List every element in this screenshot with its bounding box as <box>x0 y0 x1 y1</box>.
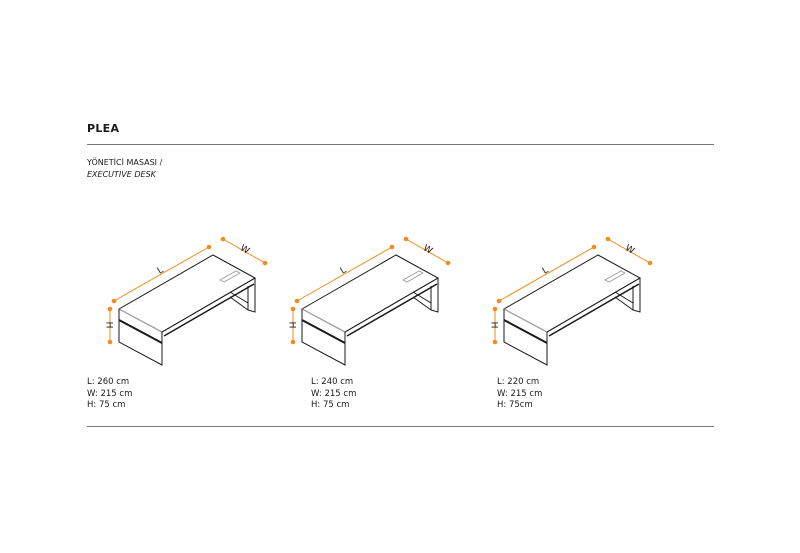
spec-length: L: 240 cm <box>311 377 354 387</box>
desk-drawing-2 <box>290 236 451 366</box>
product-title: PLEA <box>87 122 120 135</box>
subtitle-en: EXECUTIVE DESK <box>87 170 156 179</box>
height-label: H <box>103 321 114 329</box>
specs-desk-3: L: 220 cm W: 215 cm H: 75cm <box>497 377 542 412</box>
specs-desk-1: L: 260 cm W: 215 cm H: 75 cm <box>87 377 132 412</box>
spec-height: H: 75 cm <box>311 400 350 410</box>
spec-height: H: 75cm <box>497 400 533 410</box>
height-label: H <box>488 321 499 329</box>
specs-desk-2: L: 240 cm W: 215 cm H: 75 cm <box>311 377 356 412</box>
spec-height: H: 75 cm <box>87 400 126 410</box>
desk-drawing-1 <box>107 236 268 366</box>
product-subtitle: YÖNETİCİ MASASI / EXECUTIVE DESK <box>87 157 162 181</box>
spec-length: L: 220 cm <box>497 377 540 387</box>
bottom-divider <box>87 426 714 427</box>
top-divider <box>87 144 714 145</box>
desk-drawing-3 <box>492 236 653 366</box>
height-label: H <box>286 321 297 329</box>
spec-width: W: 215 cm <box>311 388 357 399</box>
subtitle-tr: YÖNETİCİ MASASI / <box>87 158 163 167</box>
spec-length: L: 260 cm <box>87 377 130 387</box>
spec-width: W: 215 cm <box>87 388 133 399</box>
spec-width: W: 215 cm <box>497 388 543 399</box>
